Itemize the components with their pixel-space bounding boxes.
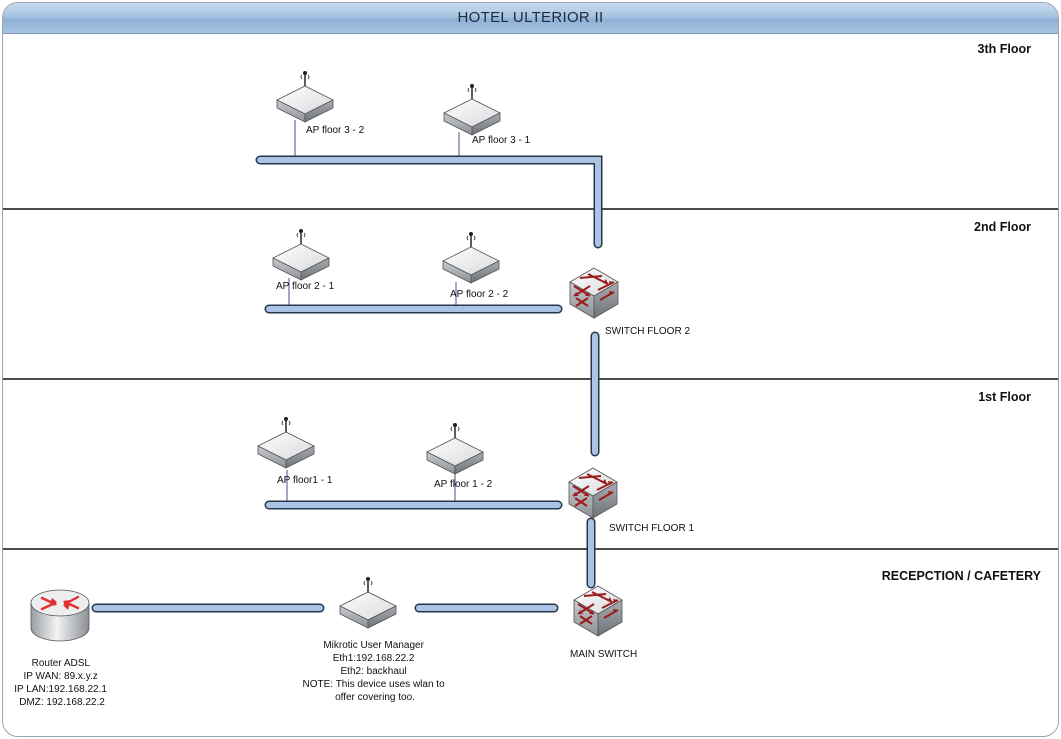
ap-floor1-1-label: AP floor1 - 1	[277, 475, 333, 486]
access-point-icon	[426, 422, 484, 475]
floor-label-1: 1st Floor	[978, 390, 1031, 404]
access-point-icon	[276, 70, 334, 123]
switch-icon	[573, 585, 623, 637]
router-label: Router ADSL IP WAN: 89.x.y.z IP LAN:192.…	[14, 658, 109, 708]
mikrotik-label: Mikrotic User Manager Eth1:192.168.22.2 …	[303, 640, 448, 703]
mikrotik-label-line: Mikrotic User Manager	[323, 640, 424, 651]
access-point-icon	[272, 228, 330, 281]
ap-floor3-1-label: AP floor 3 - 1	[472, 135, 531, 146]
switch-icon	[568, 467, 618, 519]
floor-label-2: 2nd Floor	[974, 220, 1031, 234]
ap-floor3-2-label: AP floor 3 - 2	[306, 125, 365, 136]
diagram-title: HOTEL ULTERIOR II	[457, 9, 604, 26]
cable-outline	[91, 155, 603, 613]
ap-floor2-1-label: AP floor 2 - 1	[276, 281, 335, 292]
floor-label-reception: RECEPCTION / CAFETERY	[882, 569, 1042, 583]
switch-floor1-label: SWITCH FLOOR 1	[609, 523, 694, 534]
router-icon	[30, 589, 90, 642]
access-point-icon	[442, 231, 500, 284]
ap-drop-lines	[286, 120, 460, 501]
title-bar: HOTEL ULTERIOR II	[3, 3, 1058, 34]
mikrotik-label-line: Eth1:192.168.22.2	[333, 653, 415, 664]
access-point-icon	[257, 416, 315, 469]
router-label-line: Router ADSL	[32, 658, 91, 669]
router-label-line: IP LAN:192.168.22.1	[14, 684, 107, 695]
ap-floor1-2-label: AP floor 1 - 2	[434, 479, 493, 490]
main-switch-label: MAIN SWITCH	[570, 649, 637, 660]
switch-floor2-label: SWITCH FLOOR 2	[605, 326, 690, 337]
ap-floor2-2-label: AP floor 2 - 2	[450, 289, 509, 300]
mikrotik-label-line: NOTE: This device uses wlan to	[303, 679, 446, 690]
router-label-line: IP WAN: 89.x.y.z	[23, 671, 97, 682]
access-point-icon	[443, 83, 501, 136]
router-label-line: DMZ: 192.168.22.2	[19, 697, 105, 708]
mikrotik-label-line: Eth2: backhaul	[341, 666, 407, 677]
cable-fill	[93, 157, 601, 611]
floor-label-3: 3th Floor	[978, 42, 1032, 56]
mikrotik-label-line: offer covering too.	[335, 692, 415, 703]
switch-icon	[569, 267, 619, 319]
access-point-icon	[339, 576, 397, 629]
